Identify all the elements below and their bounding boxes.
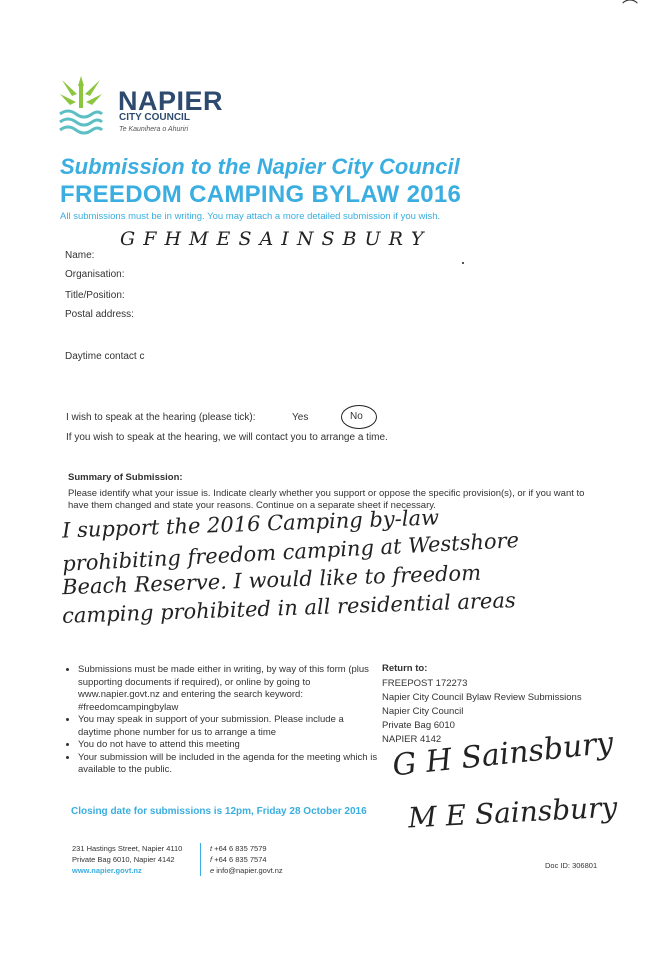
signature: M E Sainsbury — [407, 790, 619, 835]
email-prefix: e — [210, 866, 215, 875]
list-item: You do not have to attend this meeting — [78, 739, 378, 752]
logo-name: NAPIER — [118, 86, 224, 116]
list-item: You may speak in support of your submiss… — [78, 714, 378, 739]
fern-wave-icon — [59, 76, 104, 135]
return-line: Napier City Council — [382, 706, 464, 717]
form-title: Submission to the Napier City Council — [60, 154, 460, 179]
name-field[interactable]: G F H M E S A I N S B U R Y — [120, 228, 425, 250]
website-link[interactable]: www.napier.govt.nz — [72, 866, 142, 875]
tel-prefix: t — [210, 844, 213, 853]
hearing-note: If you wish to speak at the hearing, we … — [66, 432, 388, 443]
title-position-label: Title/Position: — [65, 290, 125, 301]
logo-council: CITY COUNCIL — [119, 112, 190, 123]
corner-mark: ⌒ — [622, 0, 639, 17]
return-heading: Return to: — [382, 663, 428, 674]
form-subtitle: FREEDOM CAMPING BYLAW 2016 — [60, 181, 462, 208]
logo-maori-name: Te Kaunihera o Ahuriri — [119, 126, 189, 133]
closing-date: Closing date for submissions is 12pm, Fr… — [71, 806, 367, 817]
address-line: 231 Hastings Street, Napier 4110 — [72, 844, 183, 853]
no-circle-mark — [341, 405, 377, 429]
list-item: Your submission will be included in the … — [78, 752, 378, 777]
napier-logo — [56, 72, 106, 140]
footer-address: 231 Hastings Street, Napier 4110 Private… — [72, 843, 182, 876]
footer-contact: t +64 6 835 7579 f +64 6 835 7574 e info… — [210, 843, 283, 876]
fax-prefix: f — [210, 855, 213, 864]
email-address[interactable]: info@napier.govt.nz — [216, 866, 283, 875]
postal-address-label: Postal address: — [65, 309, 134, 320]
phone-number: +64 6 835 7579 — [214, 844, 267, 853]
hearing-question: I wish to speak at the hearing (please t… — [66, 412, 256, 423]
return-line: Private Bag 6010 — [382, 720, 455, 731]
organisation-label: Organisation: — [65, 269, 125, 280]
instructions-list: Submissions must be made either in writi… — [62, 664, 378, 777]
summary-instructions: Please identify what your issue is. Indi… — [68, 488, 585, 511]
address-line: Private Bag 6010, Napier 4142 — [72, 855, 175, 864]
hearing-yes-option[interactable]: Yes — [292, 412, 309, 423]
doc-id: Doc ID: 306801 — [545, 861, 598, 870]
name-label: Name: — [65, 250, 95, 261]
return-line: NAPIER 4142 — [382, 734, 442, 745]
hearing-no-option[interactable]: No — [350, 411, 363, 422]
list-item: Submissions must be made either in writi… — [78, 664, 378, 714]
summary-heading: Summary of Submission: — [68, 472, 183, 483]
footer-divider — [200, 843, 201, 876]
return-line: FREEPOST 172273 — [382, 678, 468, 689]
fax-number: +64 6 835 7574 — [214, 855, 267, 864]
form-intro: All submissions must be in writing. You … — [60, 211, 441, 222]
daytime-contact-label: Daytime contact c — [65, 351, 145, 362]
speck — [462, 262, 464, 264]
return-line: Napier City Council Bylaw Review Submiss… — [382, 692, 582, 703]
